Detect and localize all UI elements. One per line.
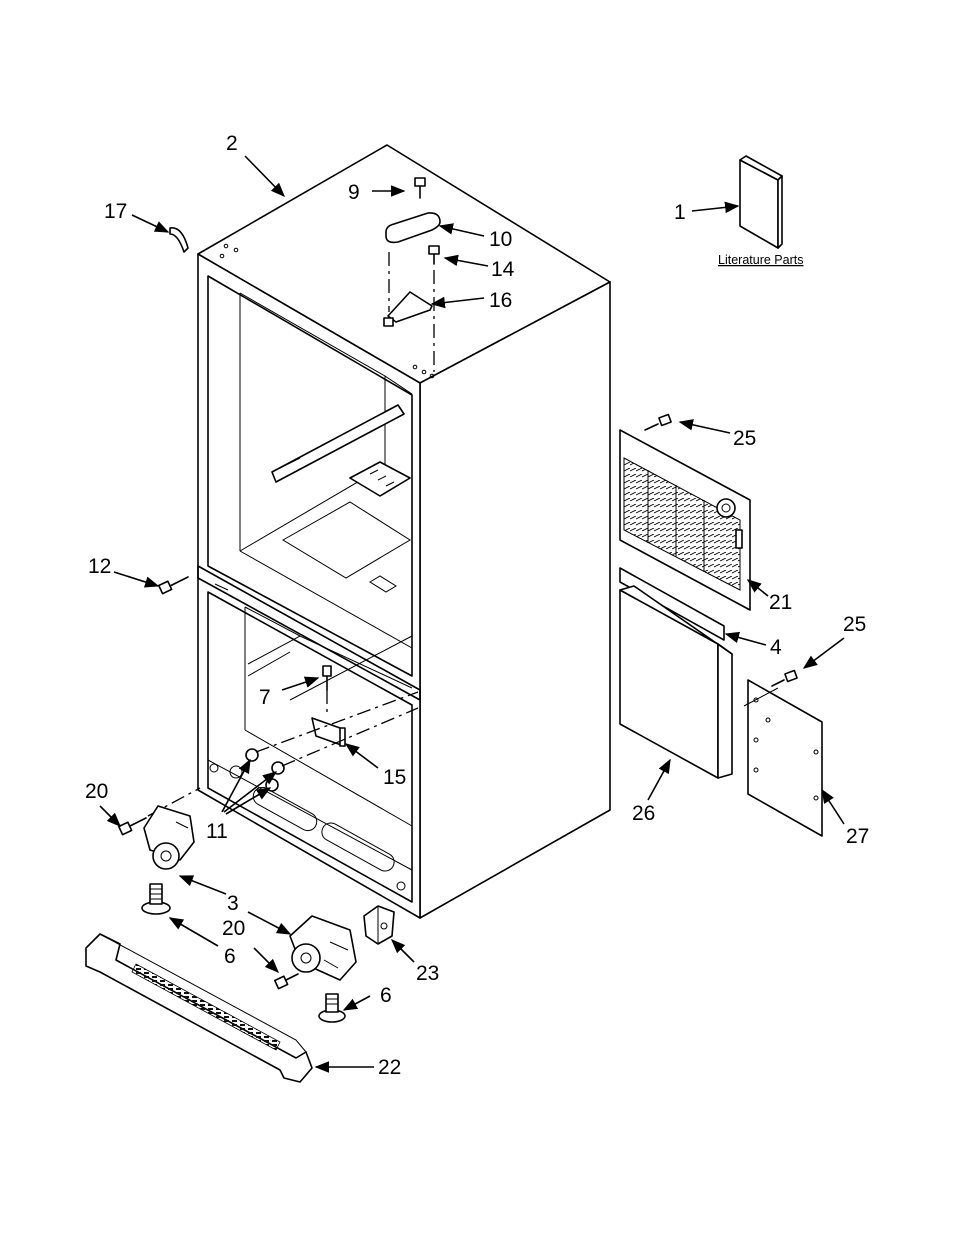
refrigerator-cabinet <box>198 145 610 918</box>
callout-26: 26 <box>632 802 655 825</box>
callout-10: 10 <box>489 228 512 251</box>
screw-20-right <box>275 974 298 989</box>
caster-3-right <box>290 916 356 980</box>
callout-12: 12 <box>88 555 111 578</box>
callout-25-upper: 25 <box>733 427 756 450</box>
part-22-base-grille <box>86 934 312 1082</box>
callout-1: 1 <box>674 201 686 224</box>
callout-25-lower: 25 <box>843 613 866 636</box>
screw-25-upper <box>645 415 671 430</box>
callout-23: 23 <box>416 962 439 985</box>
callout-22: 22 <box>378 1056 401 1079</box>
callout-2: 2 <box>226 132 238 155</box>
callout-6-right: 6 <box>380 984 392 1007</box>
part-17-tube <box>170 228 188 252</box>
literature-booklet <box>740 156 782 248</box>
screw-25-lower <box>772 671 797 686</box>
part-26-access-panel <box>620 586 732 778</box>
callout-27: 27 <box>846 825 869 848</box>
literature-caption: Literature Parts <box>718 253 803 267</box>
callout-17: 17 <box>104 200 127 223</box>
callout-7: 7 <box>259 686 271 709</box>
callout-16: 16 <box>489 289 512 312</box>
callout-14: 14 <box>491 258 515 281</box>
leveler-6-right <box>319 994 345 1022</box>
callout-20-left: 20 <box>85 780 108 803</box>
part-27-cover-plate <box>744 680 822 836</box>
part-23-bracket <box>364 906 394 944</box>
callout-20-right: 20 <box>222 917 245 940</box>
callout-3-left: 3 <box>227 892 239 915</box>
callout-21: 21 <box>769 591 792 614</box>
callout-15: 15 <box>383 766 406 789</box>
screw-12 <box>159 577 188 594</box>
leveler-6-left <box>142 884 170 914</box>
caster-3-left <box>144 806 194 869</box>
callout-4: 4 <box>770 636 782 659</box>
callout-6-left: 6 <box>224 945 236 968</box>
callout-11: 11 <box>206 820 228 843</box>
callout-9: 9 <box>348 181 360 204</box>
